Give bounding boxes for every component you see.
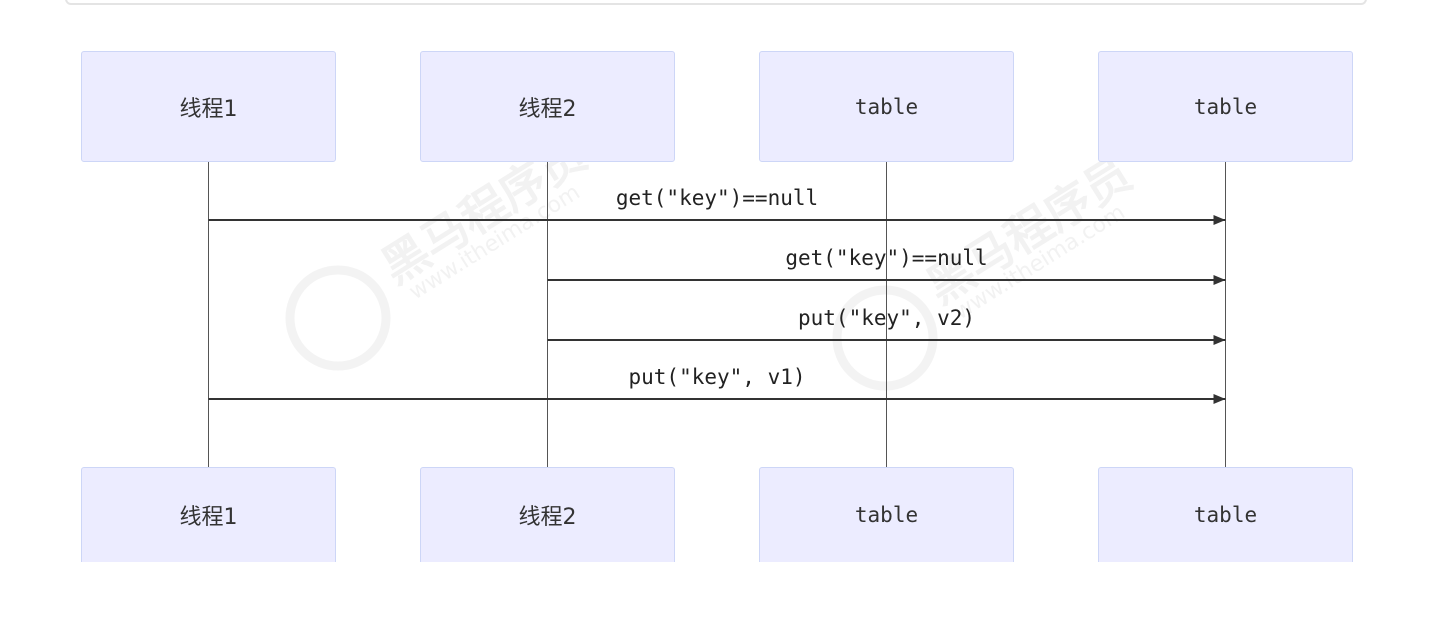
participant-label: 线程1 <box>179 96 238 122</box>
message-label: get("key")==null <box>785 246 988 270</box>
watermark-logo-icon <box>832 285 938 391</box>
participant-label: table <box>1193 503 1258 527</box>
participant-box-top: table <box>1098 51 1353 162</box>
participant-box-bottom: table <box>759 467 1014 562</box>
watermark-logo-icon <box>285 265 391 371</box>
participant-label: table <box>854 94 919 119</box>
participant-box-bottom: 线程2 <box>420 467 675 562</box>
participant-label: table <box>1193 94 1258 119</box>
participant-box-bottom: table <box>1098 467 1353 562</box>
participant-label: 线程2 <box>518 505 577 530</box>
message-label: put("key", v2) <box>797 306 976 330</box>
participant-label: 线程1 <box>179 505 238 530</box>
participant-box-top: 线程2 <box>420 51 675 162</box>
message-label: put("key", v1) <box>628 365 806 389</box>
participant-box-bottom: 线程1 <box>81 467 336 562</box>
participant-box-top: 线程1 <box>81 51 336 162</box>
message-label: get("key")==null <box>615 186 819 210</box>
participant-box-top: table <box>759 51 1014 162</box>
participant-label: table <box>854 503 919 527</box>
participant-label: 线程2 <box>518 96 577 122</box>
